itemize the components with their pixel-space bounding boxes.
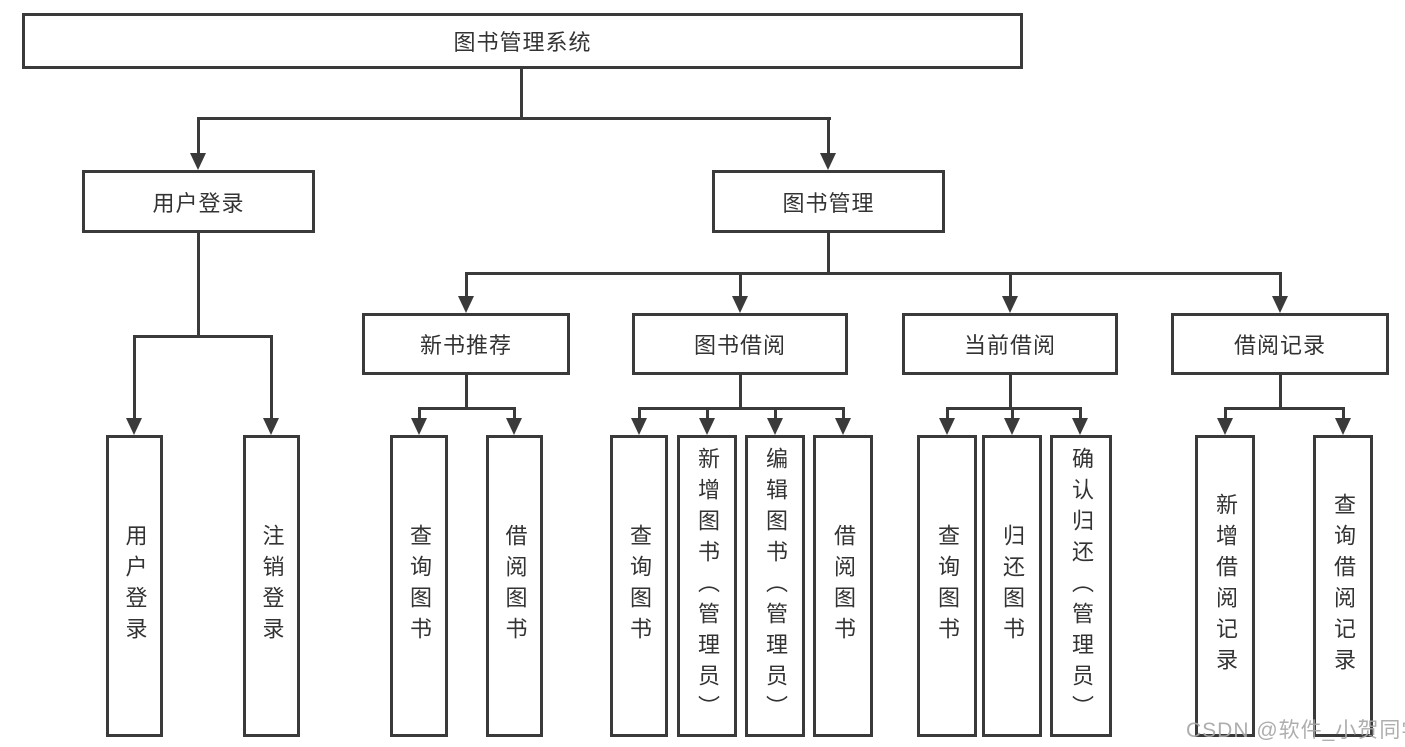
node-label: 图书借阅 [693,333,786,358]
connector-line [827,233,830,275]
connector-line [842,407,845,422]
connector-line [1224,407,1227,422]
connector-line [1079,407,1082,422]
leaf-query-books-current: 查询图书 [917,435,977,737]
arrow-down-icon [767,418,783,435]
arrow-down-icon [732,296,748,313]
arrow-down-icon [631,418,647,435]
node-borrowing-records: 借阅记录 [1171,313,1389,375]
connector-line [197,117,200,157]
leaf-add-borrow-record: 新增借阅记录 [1195,435,1255,737]
connector-line [270,335,273,422]
leaf-label: 查询图书 [935,524,960,648]
arrow-down-icon [835,418,851,435]
arrow-down-icon [126,418,142,435]
arrow-down-icon [1072,418,1088,435]
leaf-query-borrow-record: 查询借阅记录 [1313,435,1373,737]
leaf-user-login: 用户登录 [106,435,163,737]
node-label: 当前借阅 [963,333,1056,358]
connector-line [465,272,1282,275]
leaf-logout: 注销登录 [243,435,300,737]
connector-line [1009,272,1012,300]
leaf-add-books-admin: 新增图书（管理员） [677,435,737,737]
connector-line [1279,375,1282,409]
node-new-book-recommendation: 新书推荐 [362,313,570,375]
connector-line [706,407,709,422]
connector-line [638,407,844,410]
arrow-down-icon [506,418,522,435]
leaf-label: 新增借阅记录 [1213,493,1238,679]
connector-line [1009,375,1012,409]
connector-line [638,407,641,422]
connector-line [1342,407,1345,422]
connector-line [197,233,200,337]
connector-line [774,407,777,422]
connector-line [465,272,468,300]
connector-line [133,335,136,422]
leaf-label: 查询借阅记录 [1331,493,1356,679]
connector-line [418,407,516,410]
leaf-label: 归还图书 [1000,524,1025,648]
arrow-down-icon [820,153,836,170]
connector-line [465,375,468,409]
connector-line [739,375,742,409]
node-label: 图书管理 [782,190,875,216]
leaf-label: 借阅图书 [831,524,856,648]
arrow-down-icon [190,153,206,170]
connector-line [1011,407,1014,422]
leaf-query-books-borrowing: 查询图书 [610,435,668,737]
node-book-management: 图书管理 [712,170,945,233]
connector-line [513,407,516,422]
arrow-down-icon [411,418,427,435]
arrow-down-icon [1335,418,1351,435]
leaf-label: 新增图书（管理员） [695,446,720,726]
arrow-down-icon [1217,418,1233,435]
connector-line [520,69,523,119]
node-label: 新书推荐 [419,333,512,358]
connector-line [1279,272,1282,300]
arrow-down-icon [1002,296,1018,313]
leaf-edit-books-admin: 编辑图书（管理员） [745,435,805,737]
leaf-label: 用户登录 [122,524,148,648]
watermark: CSDN @软件_小贺同学 [1186,719,1405,742]
connector-line [1224,407,1344,410]
arrow-down-icon [699,418,715,435]
node-book-borrowing: 图书借阅 [632,313,848,375]
leaf-borrow-books-recommend: 借阅图书 [486,435,543,737]
arrow-down-icon [458,296,474,313]
connector-line [946,407,949,422]
connector-line [739,272,742,300]
leaf-return-books: 归还图书 [982,435,1042,737]
leaf-borrow-books: 借阅图书 [813,435,873,737]
node-current-borrowing: 当前借阅 [902,313,1118,375]
node-label: 用户登录 [152,190,245,216]
connector-line [197,117,831,120]
connector-line [946,407,1082,410]
leaf-label: 查询图书 [627,524,652,648]
leaf-label: 借阅图书 [502,524,528,648]
leaf-label: 编辑图书（管理员） [763,446,788,726]
node-label: 借阅记录 [1233,333,1326,358]
node-user-login: 用户登录 [82,170,315,233]
node-library-management-system: 图书管理系统 [22,13,1023,69]
arrow-down-icon [1272,296,1288,313]
connector-line [418,407,421,422]
leaf-query-books-recommend: 查询图书 [390,435,448,737]
connector-line [133,335,273,338]
node-label: 图书管理系统 [453,30,592,55]
leaf-label: 注销登录 [259,524,285,648]
connector-line [827,117,830,157]
leaf-confirm-return-admin: 确认归还（管理员） [1050,435,1112,737]
leaf-label: 确认归还（管理员） [1069,446,1094,726]
arrow-down-icon [263,418,279,435]
leaf-label: 查询图书 [407,524,432,648]
arrow-down-icon [939,418,955,435]
arrow-down-icon [1004,418,1020,435]
